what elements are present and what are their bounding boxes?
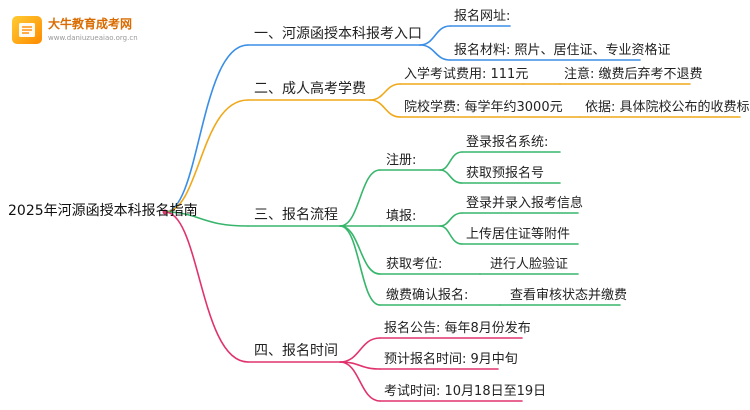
connector-b1-2: [419, 44, 451, 61]
connector-b3-g1: [339, 169, 381, 227]
book-logo-icon: [19, 23, 35, 37]
process-label-fill: 填报:: [386, 209, 417, 224]
logo-url: www.daniuzueaiao.org.cn: [48, 34, 138, 42]
process-label-register: 注册:: [386, 153, 417, 168]
connector-b4-1: [339, 337, 381, 363]
fee-item-exam: 入学考试费用: 111元: [404, 67, 529, 82]
branch-title-entry: 一、河源函授本科报考入口: [254, 26, 422, 42]
process-label-pay: 缴费确认报名:: [386, 288, 469, 303]
branch-title-fees: 二、成人高考学费: [254, 81, 366, 97]
connector-b2-1: [369, 83, 401, 101]
branch-title-process: 三、报名流程: [254, 207, 338, 223]
connector-root-b1: [164, 44, 249, 213]
fee-note-exam: 注意: 缴费后弃考不退费: [564, 67, 703, 82]
process-pay-item-1: 查看审核状态并缴费: [510, 288, 628, 303]
connector-root-b2: [164, 99, 249, 213]
connector-root-b4: [164, 211, 249, 363]
connector-b1-1: [419, 25, 451, 46]
connector-b2-2: [369, 99, 401, 118]
root-dot: [162, 209, 168, 215]
process-fill-item-1: 登录并录入报考信息: [466, 196, 584, 211]
process-register-item-2: 获取预报名号: [466, 166, 545, 181]
process-seat-item-1: 进行人脸验证: [490, 257, 569, 272]
time-item-exam: 考试时间: 10月18日至19日: [384, 384, 547, 399]
entry-item-materials: 报名材料: 照片、居住证、专业资格证: [454, 43, 671, 58]
root-node: 2025年河源函授本科报名指南: [8, 203, 198, 219]
connector-b4-3: [339, 361, 381, 402]
fee-note-tuition: 依据: 具体院校公布的收费标准: [585, 100, 750, 115]
branch-title-time: 四、报名时间: [254, 343, 338, 359]
connector-b3-g4: [339, 225, 381, 306]
logo-badge: [12, 16, 42, 44]
process-fill-item-2: 上传居住证等附件: [466, 227, 571, 242]
entry-item-url: 报名网址:: [454, 9, 511, 24]
time-item-announce: 报名公告: 每年8月份发布: [384, 321, 531, 336]
process-register-item-1: 登录报名系统:: [466, 135, 549, 150]
logo-title: 大牛教育成考网: [48, 17, 133, 31]
connector-root-b3: [164, 211, 249, 227]
process-label-seat: 获取考位:: [386, 257, 443, 272]
time-item-register: 预计报名时间: 9月中旬: [384, 352, 518, 367]
fee-item-tuition: 院校学费: 每学年约3000元: [404, 100, 563, 115]
